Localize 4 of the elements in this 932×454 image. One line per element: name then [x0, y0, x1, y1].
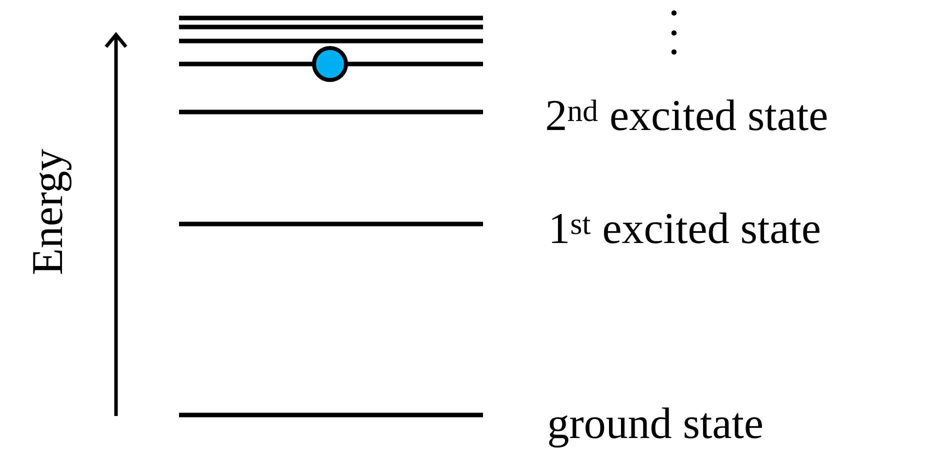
- level-label: ground state: [549, 407, 762, 448]
- level-label: 1$^{st}$ excited state: [552, 212, 820, 244]
- level-label: 2$^{nd}$ excited state: [547, 99, 827, 130]
- axis-label: Energy: [33, 149, 72, 274]
